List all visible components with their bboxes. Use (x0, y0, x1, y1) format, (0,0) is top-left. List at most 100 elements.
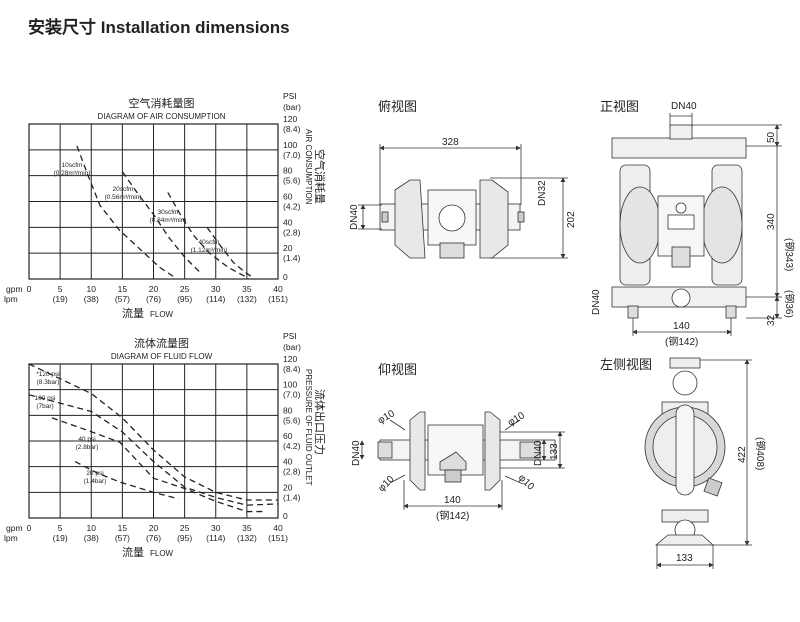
y-tick-label-secondary: (5.6) (283, 415, 301, 425)
x-tick-label: 15 (118, 523, 128, 533)
top-view-title: 俯视图 (378, 99, 417, 114)
x-tick-label-secondary: (114) (206, 533, 225, 543)
y-axis-label-cn: 空气消耗量 (313, 149, 327, 204)
dim-bottom-depth: 133 (549, 443, 560, 460)
y-tick-label-secondary: (2.8) (283, 227, 301, 237)
x-tick-label: 25 (180, 523, 190, 533)
bottom-view-drawing (359, 411, 565, 510)
series-label-secondary: (2.8bar) (76, 444, 99, 451)
left-view-title: 左侧视图 (600, 357, 652, 372)
series-label-secondary: (0.84m³/min) (150, 217, 187, 224)
x-tick-label: 15 (118, 284, 128, 294)
chart-subtitle: DIAGRAM OF FLUID FLOW (111, 352, 213, 361)
x-axis-label: FLOW (150, 310, 174, 319)
x-axis-label-cn: 流量 (122, 545, 144, 559)
x-tick-label-secondary: (38) (84, 533, 99, 543)
x-tick-label: 35 (242, 284, 252, 294)
x-axis-label: FLOW (150, 549, 174, 558)
series-line-3 (206, 226, 254, 279)
y-tick-label-secondary: (4.2) (283, 441, 301, 451)
dim-front-base-height-steel: (钢36) (783, 290, 796, 318)
x-tick-label: 0 (27, 523, 32, 533)
dim-top-inlet: DN40 (349, 204, 360, 230)
chart-title: 流体流量图 (134, 336, 189, 350)
series-label-secondary: (7bar) (36, 403, 53, 410)
y-tick-label-secondary: (1.4) (283, 253, 301, 263)
dim-front-base-width-steel: (钢142) (665, 335, 698, 348)
dim-bottom-hole-tr: φ10 (506, 410, 527, 429)
series-label-secondary: (8.3bar) (37, 379, 60, 386)
front-view-drawing (611, 113, 782, 336)
series-line-1 (121, 171, 201, 274)
y-axis-label: PRESSURE OF FLUID OUTLET (304, 369, 313, 486)
y-axis-label-cn: 流体出口压力 (313, 389, 327, 455)
chart-subtitle: DIAGRAM OF AIR CONSUMPTION (97, 112, 225, 121)
dim-bottom-base-width-steel: (钢142) (436, 509, 469, 522)
series-label: 30scfm (158, 209, 179, 216)
dim-top-width: 328 (442, 137, 459, 148)
x-tick-label-secondary: (132) (237, 533, 257, 543)
y-tick-label: 60 (283, 431, 293, 441)
dim-front-base-width: 140 (673, 321, 690, 332)
top-view-drawing (358, 144, 568, 259)
x-axis-label-cn: 流量 (122, 306, 144, 320)
y-tick-label: 20 (283, 243, 293, 253)
x-tick-label-secondary: (132) (237, 294, 257, 304)
y-tick-label-secondary: (8.4) (283, 364, 301, 374)
y-tick-label: 80 (283, 166, 293, 176)
front-view-title: 正视图 (600, 99, 639, 114)
chart-title: 空气消耗量图 (129, 96, 195, 110)
x-unit-primary: gpm (6, 523, 23, 533)
x-tick-label: 5 (58, 523, 63, 533)
series-line-0 (28, 363, 278, 501)
y-tick-label-secondary: (7.0) (283, 150, 301, 160)
x-tick-label: 10 (87, 523, 97, 533)
y-tick-label: 80 (283, 405, 293, 415)
y-unit-secondary: (bar) (283, 342, 301, 352)
series-line-3 (74, 460, 179, 500)
x-tick-label-secondary: (38) (84, 294, 99, 304)
dim-bottom-port-left: DN40 (351, 440, 362, 466)
dim-front-top-offset: 50 (766, 131, 777, 143)
x-tick-label-secondary: (57) (115, 294, 130, 304)
series-label: 10scfm (62, 162, 83, 169)
y-tick-label-secondary: (8.4) (283, 124, 301, 134)
x-tick-label: 40 (273, 523, 283, 533)
series-label: *120 psi (36, 371, 60, 378)
x-tick-label-secondary: (95) (177, 294, 192, 304)
dim-bottom-hole-br: φ10 (516, 472, 537, 493)
x-tick-label: 5 (58, 284, 63, 294)
series-label-secondary: (0.28m³/min) (54, 170, 91, 177)
x-tick-label-secondary: (151) (268, 533, 288, 543)
x-tick-label: 0 (27, 284, 32, 294)
series-line-2 (51, 417, 266, 513)
dim-front-height-steel: (钢343) (783, 238, 796, 271)
y-tick-label: 100 (283, 140, 297, 150)
y-unit-secondary: (bar) (283, 102, 301, 112)
y-tick-label-secondary: (2.8) (283, 467, 301, 477)
y-unit-primary: PSI (283, 91, 297, 101)
x-unit-secondary: lpm (4, 294, 18, 304)
y-tick-label: 20 (283, 482, 293, 492)
dim-front-height: 340 (766, 213, 777, 230)
dim-bottom-port-right: DN40 (533, 440, 544, 466)
x-tick-label: 35 (242, 523, 252, 533)
x-unit-secondary: lpm (4, 533, 18, 543)
y-tick-label: 120 (283, 354, 297, 364)
dim-left-base-width: 133 (676, 553, 693, 564)
x-tick-label-secondary: (76) (146, 533, 161, 543)
x-tick-label: 20 (149, 284, 159, 294)
x-tick-label-secondary: (19) (53, 294, 68, 304)
x-unit-primary: gpm (6, 284, 23, 294)
y-axis-label: AIR CONSUMPTION (304, 129, 313, 205)
y-tick-label: 120 (283, 114, 297, 124)
y-tick-label: 40 (283, 457, 293, 467)
series-label: 20scfm (113, 186, 134, 193)
bottom-view-title: 仰视图 (378, 362, 417, 377)
y-tick-label: 40 (283, 217, 293, 227)
dim-left-height: 422 (737, 446, 748, 463)
series-label-secondary: (1.12m³/min) (191, 247, 228, 254)
